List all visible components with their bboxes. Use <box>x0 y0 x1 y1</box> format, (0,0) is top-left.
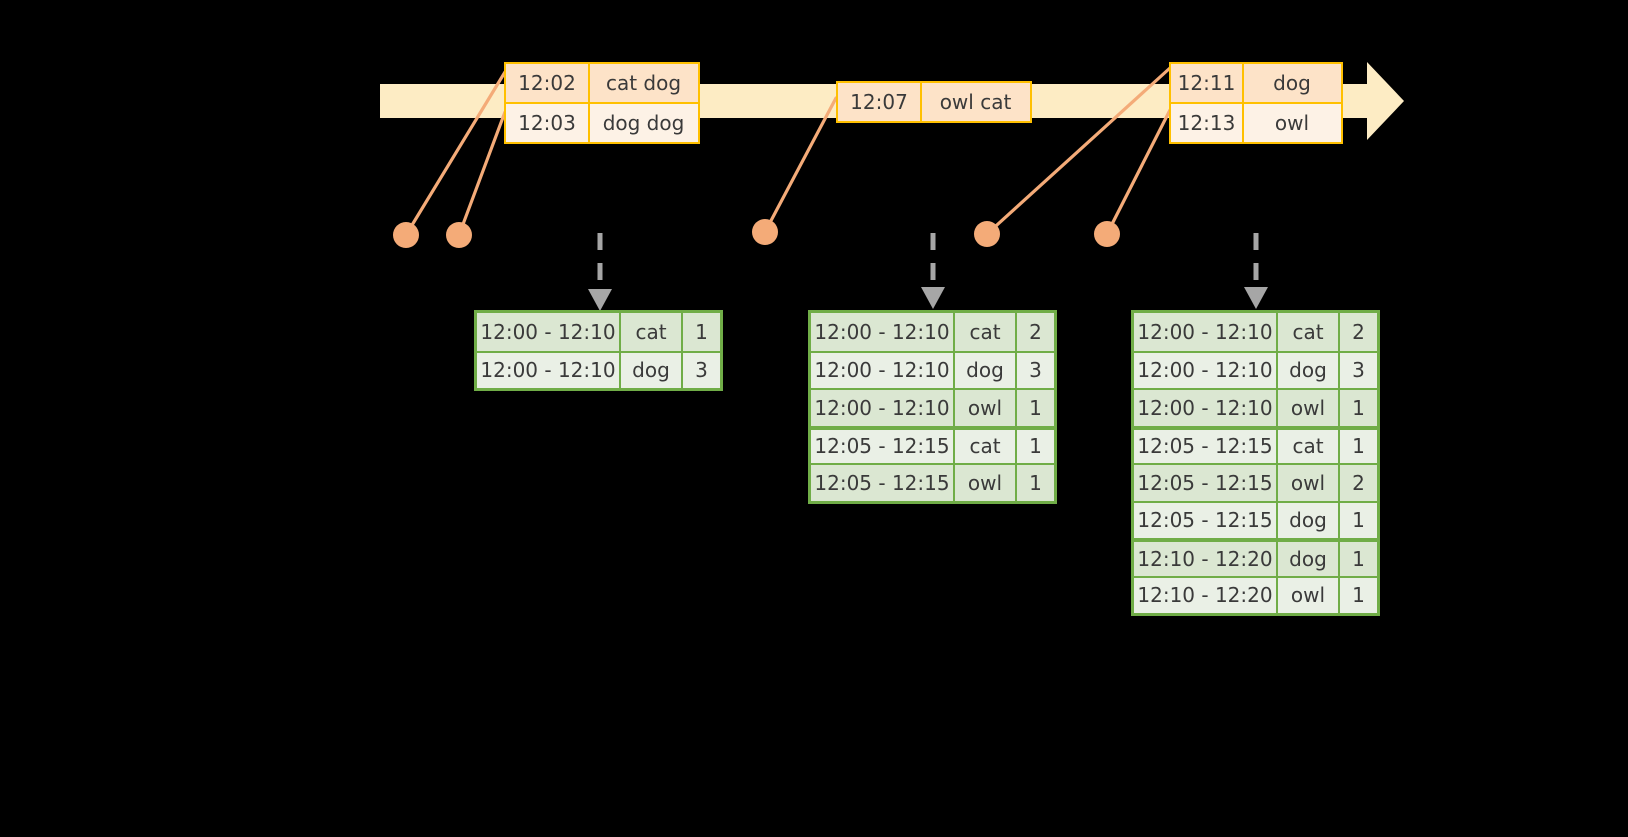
count-cell: 2 <box>1015 313 1054 351</box>
window-cell: 12:10 - 12:20 <box>1137 583 1273 608</box>
count-cell: 3 <box>1015 352 1054 388</box>
event-time: 12:02 <box>506 64 590 102</box>
window-cell: 12:05 - 12:15 <box>1137 434 1273 459</box>
trigger-arrow-3-head <box>1244 287 1268 309</box>
count-cell: 1 <box>1338 577 1377 613</box>
table-row: 12:05 - 12:15 cat 1 <box>1134 425 1377 463</box>
table-row: 12:05 - 12:15 cat 1 <box>811 425 1054 463</box>
word-cell: dog <box>1276 542 1338 576</box>
trigger-arrows <box>588 233 1268 311</box>
event-row: 12:11 dog <box>1171 64 1341 102</box>
connector-line-5 <box>1105 108 1172 236</box>
event-time: 12:07 <box>838 83 922 121</box>
event-dot-3 <box>752 219 778 245</box>
window-cell: 12:00 - 12:10 <box>814 319 950 344</box>
trigger-arrow-2-head <box>921 287 945 309</box>
event-text: cat dog <box>605 71 682 95</box>
connector-line-1 <box>404 70 507 237</box>
word-cell: owl <box>1276 465 1338 501</box>
table-row: 12:00 - 12:10 cat 2 <box>1134 313 1377 351</box>
event-row: 12:02 cat dog <box>506 64 698 102</box>
table-row: 12:05 - 12:15 owl 1 <box>811 463 1054 501</box>
connector-line-3 <box>763 96 838 234</box>
table-row: 12:00 - 12:10 owl 1 <box>1134 388 1377 426</box>
event-dots <box>393 219 1120 248</box>
count-cell: 1 <box>1338 390 1377 426</box>
event-dot-5 <box>1094 221 1120 247</box>
event-row: 12:03 dog dog <box>506 102 698 142</box>
word-cell: owl <box>1276 390 1338 426</box>
word-cell: cat <box>1276 313 1338 351</box>
count-cell: 1 <box>1015 429 1054 463</box>
count-cell: 3 <box>681 352 720 388</box>
event-row: 12:13 owl <box>1171 102 1341 142</box>
word-cell: cat <box>953 429 1015 463</box>
window-cell: 12:05 - 12:15 <box>1137 470 1273 495</box>
connector-line-2 <box>457 110 507 237</box>
table-row: 12:00 - 12:10 dog 3 <box>1134 350 1377 388</box>
count-cell: 1 <box>1338 429 1377 463</box>
event-text: dog <box>1273 71 1311 95</box>
window-cell: 12:05 - 12:15 <box>1137 508 1273 533</box>
window-cell: 12:00 - 12:10 <box>1137 319 1273 344</box>
word-cell: owl <box>953 465 1015 501</box>
table-row: 12:10 - 12:20 dog 1 <box>1134 538 1377 576</box>
window-cell: 12:10 - 12:20 <box>1137 546 1273 571</box>
event-text: owl <box>1274 111 1310 135</box>
event-text: dog dog <box>602 111 685 135</box>
table-row: 12:00 - 12:10 dog 3 <box>811 350 1054 388</box>
event-dot-2 <box>446 222 472 248</box>
count-cell: 1 <box>1015 465 1054 501</box>
result-table-2[interactable]: 12:00 - 12:10 cat 2 12:00 - 12:10 dog 3 … <box>808 310 1057 504</box>
event-dot-1 <box>393 222 419 248</box>
window-cell: 12:00 - 12:10 <box>814 358 950 383</box>
event-text: owl cat <box>939 90 1012 114</box>
window-cell: 12:00 - 12:10 <box>814 395 950 420</box>
count-cell: 1 <box>1015 390 1054 426</box>
window-cell: 12:00 - 12:10 <box>1137 358 1273 383</box>
window-cell: 12:05 - 12:15 <box>814 470 950 495</box>
word-cell: dog <box>619 352 681 388</box>
word-cell: owl <box>1276 577 1338 613</box>
event-box-2[interactable]: 12:07 owl cat <box>836 81 1032 123</box>
event-box-1[interactable]: 12:02 cat dog 12:03 dog dog <box>504 62 700 144</box>
event-time: 12:13 <box>1171 104 1244 142</box>
word-cell: cat <box>1276 429 1338 463</box>
event-dot-4 <box>974 221 1000 247</box>
window-cell: 12:05 - 12:15 <box>814 434 950 459</box>
window-cell: 12:00 - 12:10 <box>480 319 616 344</box>
event-row: 12:07 owl cat <box>838 83 1030 121</box>
count-cell: 1 <box>1338 542 1377 576</box>
word-cell: cat <box>619 313 681 351</box>
count-cell: 1 <box>681 313 720 351</box>
event-time: 12:03 <box>506 104 590 142</box>
count-cell: 1 <box>1338 502 1377 538</box>
word-cell: dog <box>1276 502 1338 538</box>
word-cell: dog <box>1276 352 1338 388</box>
window-cell: 12:00 - 12:10 <box>480 358 616 383</box>
word-cell: cat <box>953 313 1015 351</box>
table-row: 12:00 - 12:10 dog 3 <box>477 350 720 388</box>
table-row: 12:10 - 12:20 owl 1 <box>1134 575 1377 613</box>
window-cell: 12:00 - 12:10 <box>1137 395 1273 420</box>
count-cell: 2 <box>1338 313 1377 351</box>
table-row: 12:00 - 12:10 cat 1 <box>477 313 720 351</box>
event-time: 12:11 <box>1171 64 1244 102</box>
word-cell: dog <box>953 352 1015 388</box>
result-table-3[interactable]: 12:00 - 12:10 cat 2 12:00 - 12:10 dog 3 … <box>1131 310 1380 616</box>
trigger-arrow-1-head <box>588 289 612 311</box>
count-cell: 2 <box>1338 465 1377 501</box>
table-row: 12:05 - 12:15 dog 1 <box>1134 500 1377 538</box>
count-cell: 3 <box>1338 352 1377 388</box>
table-row: 12:05 - 12:15 owl 2 <box>1134 463 1377 501</box>
table-row: 12:00 - 12:10 cat 2 <box>811 313 1054 351</box>
word-cell: owl <box>953 390 1015 426</box>
event-box-3[interactable]: 12:11 dog 12:13 owl <box>1169 62 1343 144</box>
result-table-1[interactable]: 12:00 - 12:10 cat 1 12:00 - 12:10 dog 3 <box>474 310 723 391</box>
table-row: 12:00 - 12:10 owl 1 <box>811 388 1054 426</box>
